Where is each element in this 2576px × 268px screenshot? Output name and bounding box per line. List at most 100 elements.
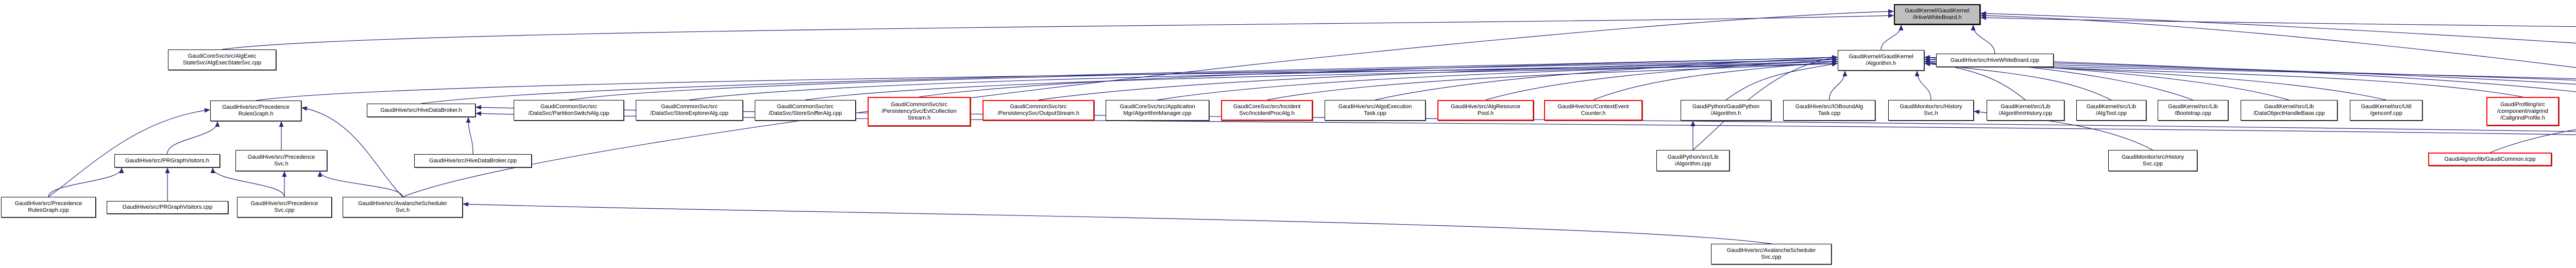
graph-node-label: GaudiMonitor/src/History [2121, 154, 2184, 160]
graph-node-storesniff[interactable]: GaudiCommonSvc/src/DataSvc/StoreSnifferA… [755, 100, 856, 121]
graph-node-label: /Algorithm.cpp [1674, 160, 1711, 167]
graph-node-label: GaudiCommonSvc/src [1010, 104, 1067, 110]
edge-avsched_h-to-root [402, 9, 1894, 197]
graph-node-hdb_cpp[interactable]: GaudiHive/src/HiveDataBroker.cpp [414, 154, 532, 167]
edge-gp_lib_alg_cpp-to-algorithm_h [1692, 55, 1838, 150]
graph-node-label: GaudiProfiling/src [2500, 101, 2545, 108]
edge-storesniff-to-algorithm_h [805, 61, 1838, 100]
edge-hlt_cpp-to-hdb_h [476, 111, 2576, 136]
graph-node-storeexp[interactable]: GaudiCommonSvc/src/DataSvc/StoreExplorer… [636, 100, 743, 121]
graph-node-label: GaudiCommonSvc/src [660, 104, 718, 110]
graph-node-hdb_h[interactable]: GaudiHive/src/HiveDataBroker.h [367, 104, 476, 117]
graph-node-algorithm_h[interactable]: GaudiKernel/GaudiKernel/Algorithm.h [1838, 50, 1924, 71]
graph-node-label: GaudiKernel/GaudiKernel [1849, 54, 1913, 60]
graph-node-label: GaudiCoreSvc/src/Incident [1233, 104, 1301, 110]
edge-ctxevt-to-algorithm_h [1593, 59, 1838, 100]
graph-node-label: GaudiHive/src/AlgoExecution [1338, 104, 1412, 110]
graph-node-outstream[interactable]: GaudiCommonSvc/src/PersistencySvc/Output… [982, 100, 1094, 121]
graph-node-label: GaudiHive/src/PRGraphVisitors.cpp [122, 204, 213, 210]
graph-node-hivewhiteboard_cpp[interactable]: GaudiHive/src/HiveWhiteBoard.cpp [1936, 54, 2054, 67]
edge-alghist-to-algorithm_h [1924, 60, 2026, 100]
edge-gp_alg_h-to-algorithm_h [1725, 62, 1838, 100]
edge-prg_cpp-to-prg_h [48, 108, 210, 197]
graph-node-label: GaudiKernel/src/Lib [2001, 104, 2050, 110]
graph-node-root[interactable]: GaudiKernel/GaudiKernel/IHiveWhiteBoard.… [1894, 4, 1980, 25]
edge-gaudicommon_icpp-to-gaudialg_h [2489, 129, 2576, 153]
graph-node-gp_alg_h[interactable]: GaudiPython/GaudiPython/Algorithm.h [1681, 100, 1771, 121]
graph-node-alghist[interactable]: GaudiKernel/src/Lib/AlgorithmHistory.cpp [1987, 100, 2064, 121]
graph-node-dohb[interactable]: GaudiKernel/src/Lib/DataObjectHandleBase… [2241, 100, 2337, 121]
graph-node-label: Stream.h [907, 115, 931, 121]
graph-node-label: /DataObjectHandleBase.cpp [2253, 110, 2325, 116]
graph-node-label: GaudiHive/src/Precedence [247, 154, 315, 160]
graph-node-label: GaudiKernel/src/Util [2361, 104, 2412, 110]
graph-node-label: GaudiMonitor/src/History [1900, 104, 1962, 110]
graph-node-label: Svc.cpp [1761, 254, 1782, 260]
edge-iobtask-to-algorithm_h [1828, 71, 1848, 100]
edge-algrespool-to-algorithm_h [1485, 57, 1838, 100]
edge-evtcounter_h-to-algorithm_h [1924, 59, 2576, 81]
graph-node-label: GaudiCoreSvc/src/AlgExec [188, 53, 257, 59]
edge-sequencer_h-to-algorithm_h [1924, 61, 2576, 79]
graph-node-callgrind[interactable]: GaudiProfiling/src/component/valgrind/Ca… [2486, 97, 2559, 126]
graph-node-bootstrap[interactable]: GaudiKernel/src/Lib/Bootstrap.cpp [2158, 100, 2228, 121]
graph-node-label: Counter.h [1581, 110, 1606, 116]
edge-algmgr-to-algorithm_h [1157, 59, 1838, 100]
graph-node-algtool[interactable]: GaudiKernel/src/Lib/AlgTool.cpp [2076, 100, 2146, 121]
graph-node-label: Task.cpp [1818, 110, 1841, 116]
graph-node-label: GaudiKernel/src/Lib [2086, 104, 2137, 110]
graph-node-label: GaudiCommonSvc/src [540, 104, 598, 110]
graph-node-partition[interactable]: GaudiCommonSvc/src/DataSvc/PartitionSwit… [514, 100, 624, 121]
graph-node-prgv_h[interactable]: GaudiHive/src/PRGraphVisitors.h [114, 154, 220, 167]
graph-node-gaudicommon_icpp[interactable]: GaudiAlg/src/lib/GaudiCommon.icpp [2428, 153, 2552, 166]
graph-node-label: GaudiCommonSvc/src [776, 104, 834, 110]
edge-evtcoll-to-algorithm_h [919, 55, 1838, 97]
graph-node-label: GaudiCommonSvc/src [890, 102, 948, 108]
edge-hdb_cpp-to-hdb_h [466, 117, 473, 155]
graph-node-label: GaudiHive/src/HiveDataBroker.h [380, 107, 462, 113]
edge-hdb_h-to-algorithm_h [421, 55, 1838, 104]
graph-node-label: /Algorithm.h [1710, 110, 1741, 116]
graph-node-label: /Bootstrap.cpp [2175, 110, 2211, 116]
graph-node-evtcoll[interactable]: GaudiCommonSvc/src/PersistencySvc/EvtCol… [868, 97, 971, 126]
graph-node-label: Mgr/AlgorithmManager.cpp [1123, 110, 1192, 116]
edge-avsched_cpp-to-avsched_h [463, 202, 1772, 244]
graph-node-label: GaudiHive/src/AvalancheScheduler [1726, 247, 1816, 254]
edge-avsched_h-to-precsvc_h [317, 171, 403, 197]
graph-node-label: GaudiHive/src/HiveDataBroker.cpp [429, 157, 517, 164]
graph-node-prgv_cpp[interactable]: GaudiHive/src/PRGraphVisitors.cpp [107, 201, 228, 214]
graph-node-label: /AlgTool.cpp [2096, 110, 2127, 116]
edge-precsvc_cpp-to-prgv_h [210, 167, 285, 197]
graph-node-label: /Algorithm.h [1866, 60, 1896, 66]
graph-node-label: Svc.h [395, 207, 410, 213]
graph-node-label: Svc.h [274, 160, 289, 167]
graph-node-genconf[interactable]: GaudiKernel/src/Util/genconf.cpp [2350, 100, 2422, 121]
graph-node-label: Svc.cpp [274, 207, 295, 213]
edge-algexec-to-root [222, 13, 1894, 50]
edge-algoexec-to-algorithm_h [1375, 55, 1838, 100]
graph-node-label: GaudiHive/src/PRGraphVisitors.h [125, 157, 210, 164]
edge-callgrind-to-algorithm_h [1924, 61, 2523, 97]
graph-node-label: /AlgorithmHistory.cpp [1998, 110, 2053, 116]
graph-node-gp_lib_alg_cpp[interactable]: GaudiPython/src/Lib/Algorithm.cpp [1656, 150, 1730, 171]
graph-node-label: Svc.h [1924, 110, 1938, 116]
graph-node-label: RulesGraph.cpp [28, 207, 69, 213]
edge-algorithm_h-to-root [1880, 25, 1904, 51]
edge-hiveslim_h-to-root [1980, 11, 2576, 44]
